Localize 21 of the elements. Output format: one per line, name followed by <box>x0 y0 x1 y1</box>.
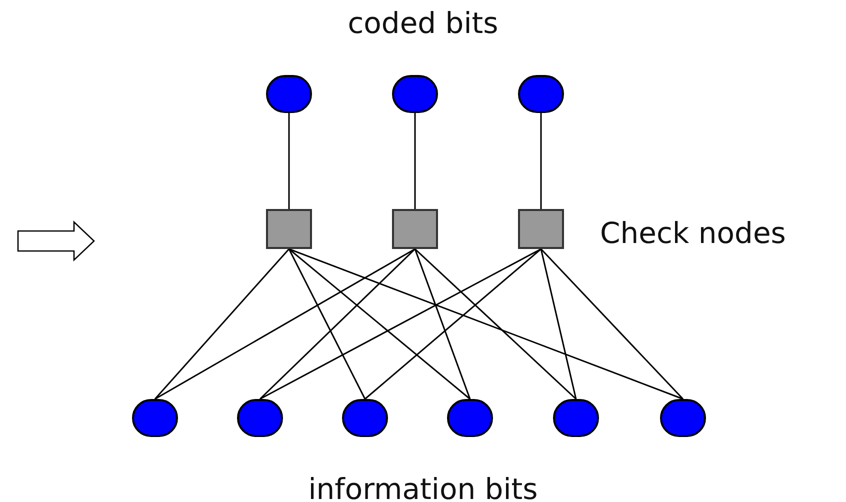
group-label: information bits <box>308 472 538 502</box>
connector-line <box>259 248 416 400</box>
connector-line <box>154 248 416 400</box>
connector-line <box>288 248 366 400</box>
check-node-square <box>518 209 564 249</box>
connector-line <box>414 113 416 209</box>
connector-line <box>154 248 290 400</box>
connector-line <box>414 248 577 400</box>
connector-line <box>364 248 542 400</box>
connector-line <box>288 248 470 400</box>
connector-line <box>288 113 290 209</box>
connector-line <box>288 248 684 400</box>
connector-line <box>540 248 684 400</box>
connector-line <box>540 113 542 209</box>
check-node-square <box>266 209 312 249</box>
connector-line <box>414 248 471 400</box>
check-node-square <box>392 209 438 249</box>
group-label: Check nodes <box>600 216 786 250</box>
group-label: coded bits <box>348 6 498 40</box>
connector-line <box>260 248 542 400</box>
connector-line <box>540 248 577 400</box>
